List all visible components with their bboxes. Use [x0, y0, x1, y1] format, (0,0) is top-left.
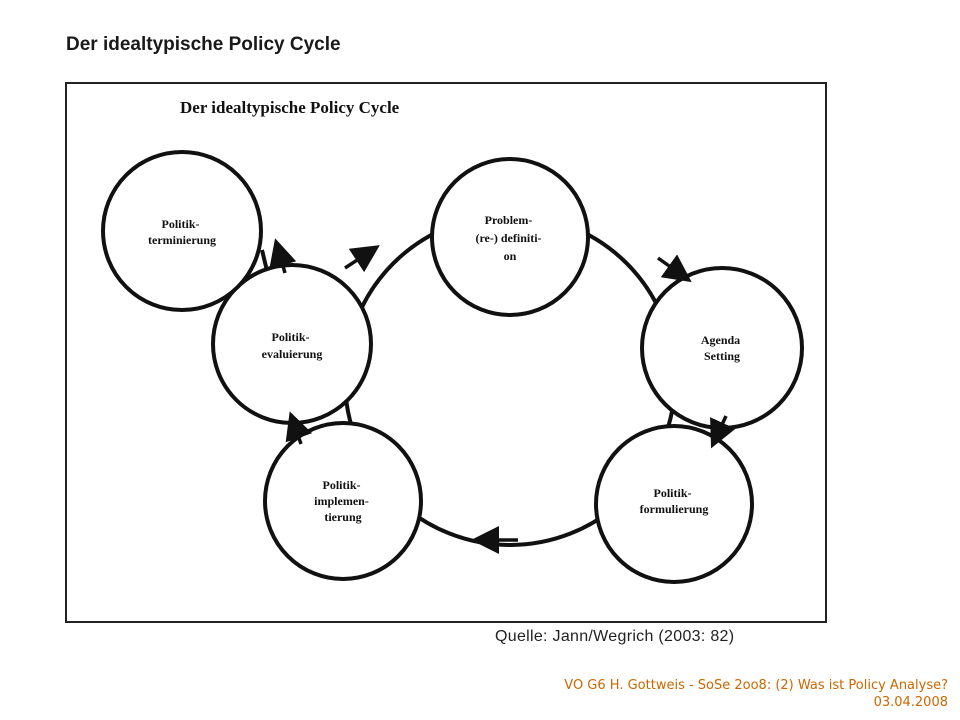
arrow-implementierung-to-evaluierung	[285, 411, 313, 445]
node-evaluierung-line-2: evaluierung	[262, 347, 323, 361]
arrow-problem-to-agenda	[656, 254, 692, 283]
diagram-title: Der idealtypische Policy Cycle	[180, 98, 400, 117]
node-formulierung-line-2: formulierung	[640, 502, 709, 516]
node-implementierung-line-3: tierung	[324, 510, 361, 524]
node-agenda-line-1: Agenda	[701, 333, 740, 347]
source-citation: Quelle: Jann/Wegrich (2003: 82)	[495, 628, 735, 645]
node-terminierung-line-2: terminierung	[148, 233, 216, 247]
arrow-evaluierung-to-problem	[344, 245, 380, 273]
svg-text:Politik- terminierung: Politik- terminierung	[148, 217, 216, 247]
svg-text:Agenda Setting: Agenda Setting	[701, 333, 743, 363]
node-problem-line-1: Problem-	[485, 213, 533, 227]
node-politik-implementierung: Politik- implemen- tierung	[263, 421, 423, 581]
node-politik-terminierung: Politik- terminierung	[101, 150, 263, 312]
svg-text:Politik- evaluierung: Politik- evaluierung	[262, 330, 323, 361]
node-evaluierung-line-1: Politik-	[272, 330, 310, 344]
node-agenda-line-2: Setting	[704, 349, 740, 363]
node-formulierung-line-1: Politik-	[654, 486, 692, 500]
svg-text:Problem- (re-) definiti-: Problem- (re-) definiti- on	[475, 213, 544, 263]
node-terminierung-line-1: Politik-	[162, 217, 200, 231]
arrow-agenda-to-formulierung	[710, 415, 736, 449]
footer-course-info: VO G6 H. Gottweis - SoSe 2oo8: (2) Was i…	[564, 678, 948, 693]
node-implementierung-line-2: implemen-	[314, 494, 369, 508]
node-politik-formulierung: Politik- formulierung	[594, 424, 754, 584]
node-problem-definition: Problem- (re-) definiti- on	[430, 157, 590, 317]
arrow-evaluierung-to-terminierung	[269, 238, 297, 274]
slide-title: Der idealtypische Policy Cycle	[66, 34, 341, 55]
node-agenda-setting: Agenda Setting	[640, 266, 804, 430]
footer: VO G6 H. Gottweis - SoSe 2oo8: (2) Was i…	[564, 677, 948, 711]
footer-date: 03.04.2008	[873, 695, 948, 710]
node-problem-line-3: on	[504, 249, 517, 263]
svg-text:Politik- formulierung: Politik- formulierung	[640, 486, 709, 516]
node-problem-line-2: (re-) definiti-	[475, 231, 541, 245]
node-implementierung-line-1: Politik-	[323, 478, 361, 492]
svg-text:Politik- implemen-: Politik- implemen- tierung	[314, 478, 372, 524]
